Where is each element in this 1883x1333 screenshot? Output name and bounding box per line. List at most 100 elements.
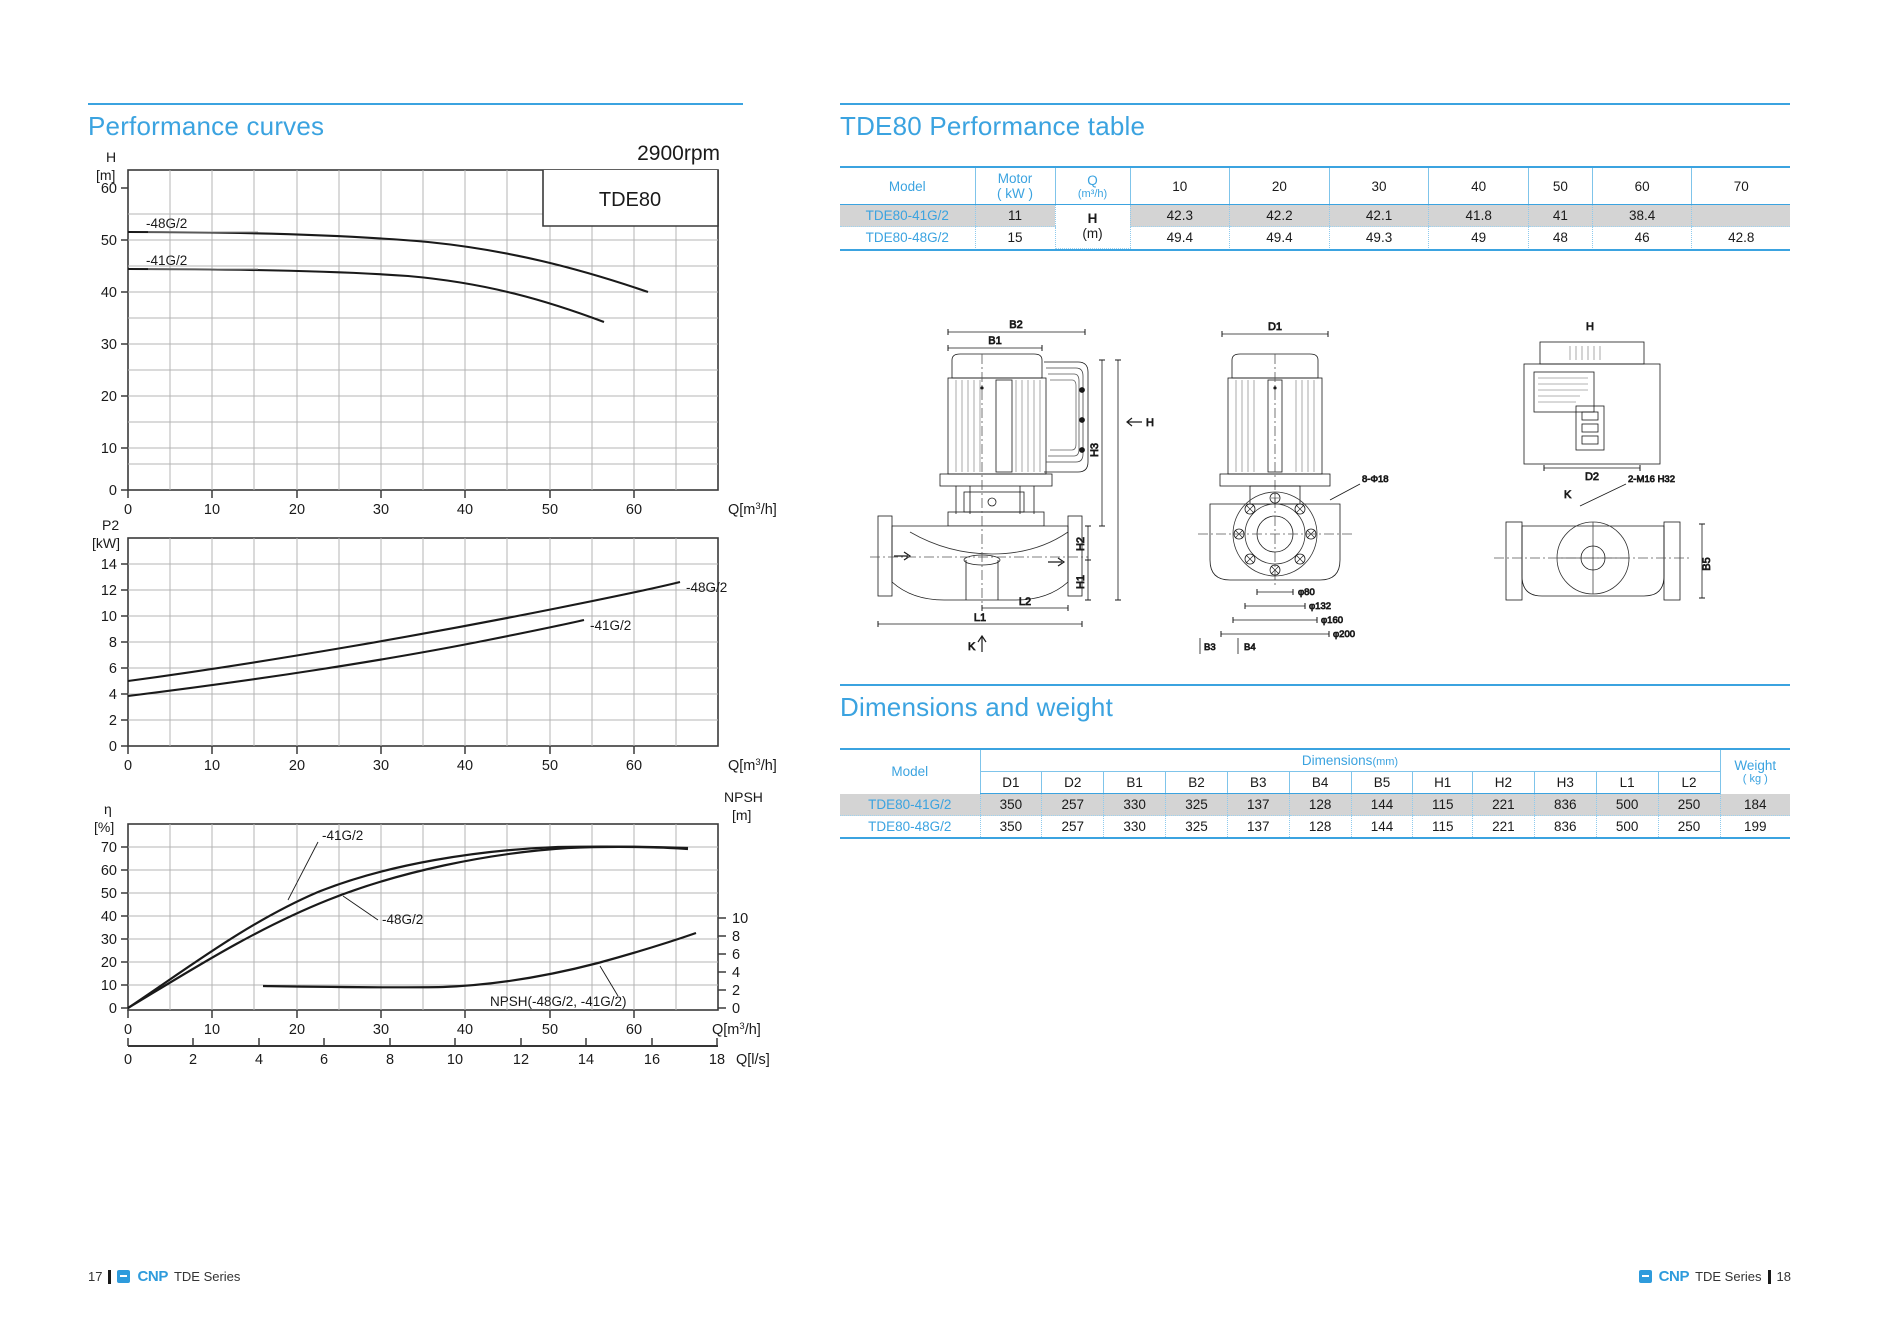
svg-text:10: 10 (101, 609, 117, 625)
eta-axis-name: η (104, 801, 112, 817)
left-column: Performance curves 2900rpm H [m] (0, 0, 941, 1333)
dim-row1-B3: 137 (1226, 793, 1290, 816)
chart-power: P2 [kW] (88, 516, 777, 786)
curve-label-41G2-head: -41G/2 (146, 253, 187, 268)
svg-text:0: 0 (124, 1022, 132, 1038)
dim-header-row: D1 D2 B1 B2 B3 B4 B5 H1 H2 H3 L1 L2 (840, 771, 1790, 794)
svg-text:18: 18 (709, 1052, 725, 1068)
perf-col-flow-20: 20 (1229, 167, 1330, 205)
svg-text:20: 20 (289, 502, 305, 518)
dim-header-group-row: Model Dimensions(mm) Weight ( kg ) (840, 749, 1790, 794)
dim-col-D1: D1 (979, 771, 1042, 794)
performance-table-wrap: Model Motor ( kW ) Q (m³/h) 10 20 30 40 (840, 166, 1790, 251)
svg-text:40: 40 (457, 758, 473, 774)
svg-text:30: 30 (373, 502, 389, 518)
dim-col-weight: Weight ( kg ) (1719, 749, 1790, 794)
svg-text:8: 8 (732, 929, 740, 945)
dim-row1-weight: 184 (1719, 793, 1790, 816)
dim-row1-model: TDE80-41G/2 (840, 793, 980, 816)
performance-curves-rule (88, 103, 743, 105)
perf-row2-v20: 49.4 (1229, 226, 1330, 248)
performance-curves-title: Performance curves (88, 111, 325, 141)
q-axis-label-p2: Q[m3/h] (728, 757, 777, 774)
q-axis-label-h: Q[m3/h] (728, 501, 777, 518)
perf-col-flow-30: 30 (1328, 167, 1429, 205)
perf-col-flow-50: 50 (1528, 167, 1593, 205)
svg-text:20: 20 (101, 955, 117, 971)
svg-text:0: 0 (732, 1001, 740, 1017)
svg-text:6: 6 (732, 947, 740, 963)
footer-divider (1767, 1269, 1771, 1284)
curve-41G2-head (127, 267, 605, 323)
svg-text:60: 60 (626, 758, 642, 774)
svg-text:2: 2 (109, 713, 117, 729)
svg-text:4: 4 (255, 1052, 263, 1068)
perf-col-motor: Motor ( kW ) (974, 167, 1055, 205)
perf-header-row: Model Motor ( kW ) Q (m³/h) 10 20 30 40 (840, 167, 1790, 205)
model-box-label: TDE80 (599, 189, 661, 211)
dimensions-title: Dimensions and weight (840, 692, 1114, 722)
svg-text:50: 50 (101, 233, 117, 249)
svg-text:0: 0 (109, 483, 117, 499)
svg-text:20: 20 (289, 758, 305, 774)
perf-row2-v70: 42.8 (1691, 226, 1790, 248)
perf-unit-cell: H (m) (1054, 204, 1130, 249)
dim-row1-B2: 325 (1165, 793, 1228, 816)
dim-col-B2: B2 (1165, 771, 1228, 794)
curve-label-41G2-power: -41G/2 (590, 618, 631, 633)
dim-8-phi18: 8-Φ18 (1362, 474, 1389, 485)
svg-text:10: 10 (101, 441, 117, 457)
dim-row1-D2: 257 (1041, 793, 1104, 816)
svg-text:50: 50 (542, 502, 558, 518)
svg-text:10: 10 (732, 911, 748, 927)
dim-col-B5: B5 (1350, 771, 1413, 794)
dim-col-H2: H2 (1472, 771, 1535, 794)
dim-phi80: φ80 (1298, 587, 1315, 598)
dim-row2-weight: 199 (1719, 815, 1790, 837)
svg-text:6: 6 (109, 661, 117, 677)
perf-row2-v30: 49.3 (1328, 226, 1429, 248)
dim-L1: L1 (974, 612, 986, 624)
svg-text:14: 14 (101, 557, 117, 573)
curve-label-npsh: NPSH(-48G/2, -41G/2) (490, 994, 627, 1009)
q-ls-axis-label: Q[l/s] (736, 1052, 770, 1068)
dim-row2-B5: 144 (1350, 815, 1413, 837)
dim-K-view1: K (968, 641, 976, 653)
dim-B4: B4 (1244, 642, 1256, 653)
perf-row1-model: TDE80-41G/2 (840, 204, 975, 227)
svg-text:60: 60 (626, 1022, 642, 1038)
perf-row2-v50: 48 (1528, 226, 1593, 248)
right-column: TDE80 Performance table Model Motor ( kW… (840, 0, 1883, 1333)
table-row: TDE80-48G/2 15 49.4 49.4 49.3 49 48 46 4… (840, 226, 1790, 248)
footer-page-number: 18 (1776, 1269, 1791, 1284)
footer-series: TDE Series (1695, 1269, 1762, 1284)
dim-row2-H2: 221 (1472, 815, 1535, 837)
svg-text:30: 30 (101, 337, 117, 353)
dimension-drawings: B2 B1 (840, 310, 1790, 654)
dim-H2: H2 (1075, 537, 1087, 551)
dim-row1-H3: 836 (1533, 793, 1597, 816)
npsh-axis-name: NPSH (724, 789, 763, 805)
svg-text:30: 30 (373, 758, 389, 774)
svg-text:16: 16 (644, 1052, 660, 1068)
dim-B1: B1 (988, 335, 1001, 347)
svg-text:0: 0 (124, 502, 132, 518)
dim-row1-L1: 500 (1595, 793, 1659, 816)
svg-text:50: 50 (542, 1022, 558, 1038)
footer-page-number: 17 (88, 1269, 103, 1284)
dim-col-H1: H1 (1412, 771, 1473, 794)
p2-axis-name: P2 (102, 517, 119, 533)
dim-col-L2: L2 (1657, 771, 1720, 794)
dim-group-header: Dimensions(mm) (979, 749, 1720, 772)
dim-row2-L1: 500 (1595, 815, 1659, 837)
dim-H1: H1 (1075, 575, 1087, 589)
cnp-logo-icon (117, 1270, 131, 1283)
dim-col-H3: H3 (1533, 771, 1597, 794)
p2-axis-unit: [kW] (92, 535, 120, 551)
dim-D2: D2 (1585, 471, 1599, 483)
dim-col-model: Model (891, 764, 929, 780)
svg-text:0: 0 (109, 1001, 117, 1017)
perf-row1-motor: 11 (974, 204, 1055, 227)
footer-divider (108, 1269, 112, 1284)
